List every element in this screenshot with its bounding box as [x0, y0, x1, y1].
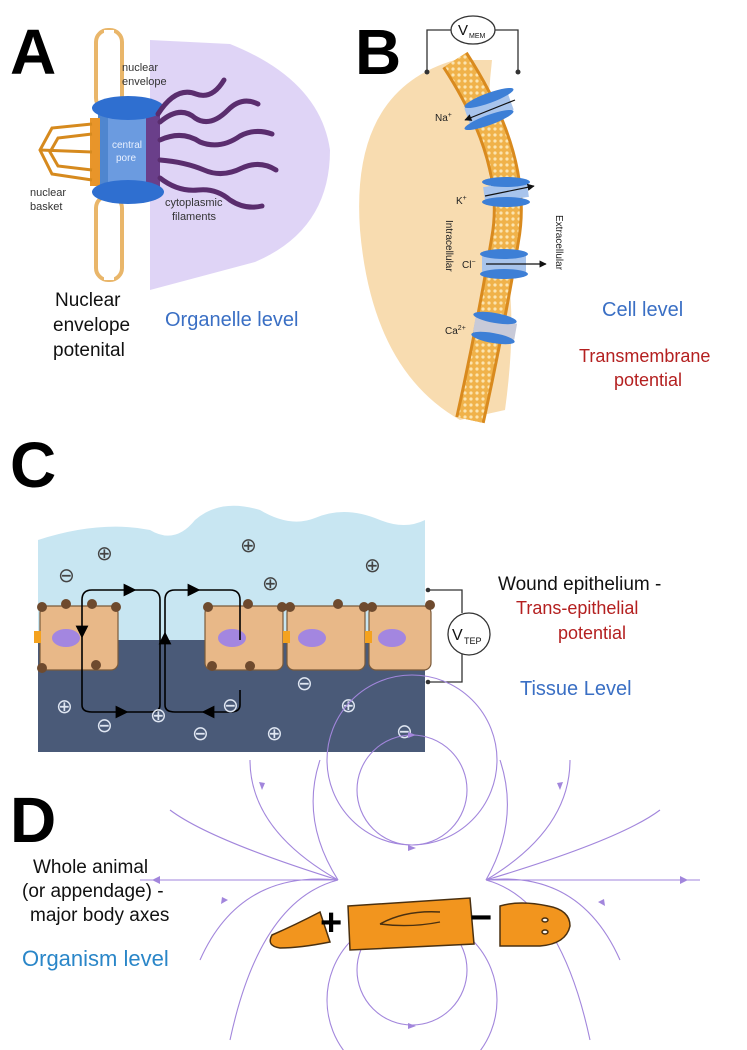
- transmembrane-label-2: potential: [614, 370, 682, 390]
- k-label: K+: [456, 195, 467, 207]
- nuclear-pore-complex: [90, 96, 164, 204]
- plus-ion: ⊕: [96, 541, 113, 565]
- trunk-fragment: [347, 897, 475, 951]
- tail-fragment: [269, 910, 331, 949]
- whole-animal-label-2: (or appendage) -: [22, 881, 164, 902]
- nuclear-basket-label-2: basket: [30, 201, 62, 213]
- minus-ion: ⊖: [396, 719, 413, 743]
- plus-ion: ⊕: [150, 703, 167, 727]
- organelle-level-label: Organelle level: [165, 309, 298, 331]
- head-fragment: [499, 902, 571, 947]
- tissue-level-label: Tissue Level: [520, 678, 632, 700]
- panel-d-letter: D: [10, 784, 56, 856]
- na-channel: [464, 87, 516, 131]
- transmembrane-label-1: Transmembrane: [579, 346, 710, 366]
- k-channel: [482, 177, 535, 207]
- nuclear-envelope-caption-2: envelope: [53, 315, 130, 336]
- panel-a-letter: A: [10, 16, 56, 88]
- intracellular-label: Intracellular: [443, 220, 454, 272]
- panel-c: C: [10, 429, 661, 752]
- minus-ion: ⊖: [296, 671, 313, 695]
- cl-label: Cl−: [462, 259, 476, 271]
- organism-level-label: Organism level: [22, 946, 169, 971]
- ca-channel: [471, 311, 518, 345]
- cl-channel: [480, 249, 547, 279]
- trans-epithelial-label-2: potential: [558, 623, 626, 643]
- nuclear-envelope-label-2: envelope: [122, 76, 167, 88]
- cell-level-label: Cell level: [602, 299, 683, 321]
- nuclear-basket-label-1: nuclear: [30, 187, 66, 199]
- panel-a: A: [10, 16, 330, 361]
- vmem-symbol: V: [458, 22, 468, 39]
- vtep-subscript: TEP: [464, 636, 482, 646]
- minus-ion: ⊖: [58, 563, 75, 587]
- whole-animal-label-3: major body axes: [30, 905, 169, 926]
- nuclear-envelope-caption-1: Nuclear: [55, 290, 121, 311]
- nuclear-envelope-label-1: nuclear: [122, 62, 158, 74]
- vtep-symbol: V: [452, 627, 463, 644]
- cytoplasmic-filaments-label-1: cytoplasmic: [165, 197, 223, 209]
- ion-channels: [464, 87, 547, 345]
- minus-ion: ⊖: [222, 693, 239, 717]
- epithelial-cells: [34, 599, 435, 673]
- membrane-voltmeter: V MEM: [424, 15, 521, 75]
- tep-voltmeter: V TEP: [425, 587, 491, 685]
- vmem-subscript: MEM: [469, 33, 486, 40]
- minus-ion: ⊖: [192, 721, 209, 745]
- nuclear-envelope-caption-3: potenital: [53, 340, 125, 361]
- whole-animal-label-1: Whole animal: [33, 857, 148, 878]
- plus-ion: ⊕: [56, 694, 73, 718]
- cytoplasm-region: [150, 40, 330, 290]
- panel-b: B V MEM: [355, 15, 710, 424]
- cytoplasmic-filaments: [155, 77, 279, 210]
- panel-c-letter: C: [10, 429, 56, 501]
- plus-ion: ⊕: [266, 721, 283, 745]
- central-pore-label-1: central: [112, 140, 142, 151]
- cytoplasmic-filaments-label-2: filaments: [172, 211, 217, 223]
- extracellular-label: Extracellular: [553, 215, 564, 271]
- planarian-fragments: [269, 897, 571, 951]
- current-loops: [75, 583, 241, 719]
- field-arrowheads: [152, 732, 688, 1029]
- plus-ion: ⊕: [364, 553, 381, 577]
- ca-label: Ca2+: [445, 325, 466, 337]
- plus-ion: ⊕: [262, 571, 279, 595]
- plus-ion: ⊕: [240, 533, 257, 557]
- trans-epithelial-label-1: Trans-epithelial: [516, 598, 638, 618]
- charge-symbols: ⊕ ⊕ ⊕ ⊕ ⊖ ⊕ ⊕ ⊕ ⊕ ⊖ ⊖ ⊖ ⊖ ⊖: [56, 533, 413, 745]
- panel-d: D: [10, 674, 700, 1050]
- plus-pole: +: [320, 902, 342, 944]
- nuclear-basket: [38, 122, 93, 182]
- minus-pole: −: [470, 897, 492, 939]
- na-label: Na+: [435, 112, 452, 124]
- wound-epithelium-label: Wound epithelium -: [498, 574, 661, 595]
- minus-ion: ⊖: [96, 713, 113, 737]
- plus-ion: ⊕: [340, 693, 357, 717]
- panel-b-letter: B: [355, 16, 401, 88]
- electric-field-lines: [140, 674, 700, 1050]
- central-pore-label-2: pore: [116, 153, 136, 164]
